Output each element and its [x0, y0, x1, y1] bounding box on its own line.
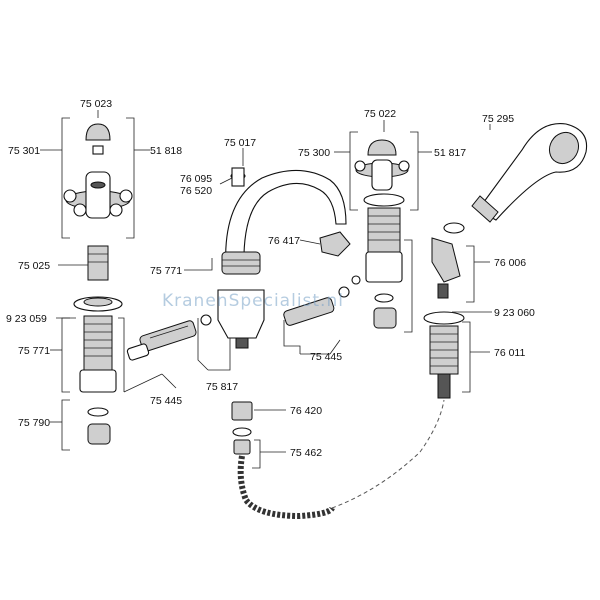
right-nut	[373, 307, 397, 329]
spout-body	[217, 251, 265, 349]
left-cross-handle	[63, 171, 133, 219]
label-76-095: 76 095	[180, 173, 212, 185]
label-75-300: 75 300	[298, 147, 330, 159]
left-handle-cap	[85, 123, 111, 141]
right-cross-handle	[354, 159, 410, 191]
label-75-771-left: 75 771	[18, 345, 50, 357]
leader-lines	[40, 110, 492, 469]
label-75-445-right: 75 445	[310, 351, 342, 363]
left-cartridge	[87, 245, 109, 281]
label-75-022: 75 022	[364, 108, 396, 120]
label-76-011: 76 011	[494, 347, 525, 359]
watermark-text: KranenSpecialist.nl	[162, 291, 344, 311]
left-valve-assembly	[61, 117, 135, 451]
spout-assembly	[217, 167, 351, 349]
label-9-23-059: 9 23 059	[6, 313, 47, 325]
label-75-017: 75 017	[224, 137, 256, 149]
label-75-301: 75 301	[8, 145, 40, 157]
label-75-445-left: 75 445	[150, 395, 182, 407]
spout-nut	[319, 231, 351, 257]
label-76-420: 76 420	[290, 405, 322, 417]
label-76-006: 76 006	[494, 257, 526, 269]
label-9-23-060: 9 23 060	[494, 307, 535, 319]
right-threaded-body	[365, 207, 403, 283]
label-75-771-centre: 75 771	[150, 265, 182, 277]
right-connector	[283, 275, 361, 326]
label-75-462: 75 462	[290, 447, 322, 459]
label-75-023: 75 023	[80, 98, 112, 110]
right-handle-cap	[367, 139, 397, 156]
label-76-417: 76 417	[268, 235, 300, 247]
shower-threaded-body	[429, 325, 459, 399]
shower-flange	[423, 311, 465, 325]
right-valve-assembly	[349, 131, 419, 333]
left-nut	[87, 423, 111, 445]
left-screw	[92, 145, 104, 155]
label-76-520: 76 520	[180, 185, 212, 197]
part-labels: 75 023 75 301 51 818 75 025 9 23 059 75 …	[6, 98, 535, 459]
left-connector	[126, 314, 212, 361]
label-75-295: 75 295	[482, 113, 514, 125]
shower-holder	[431, 237, 461, 283]
shower-hose	[231, 399, 445, 520]
left-threaded-body	[79, 315, 117, 393]
label-51-818: 51 818	[150, 145, 182, 157]
label-75-817: 75 817	[206, 381, 238, 393]
left-washer	[87, 407, 109, 417]
label-51-817: 51 817	[434, 147, 466, 159]
hand-shower	[423, 122, 588, 399]
label-75-025: 75 025	[18, 260, 50, 272]
label-75-790: 75 790	[18, 417, 50, 429]
hose-coil	[237, 455, 335, 520]
spout	[225, 169, 347, 271]
hose-connector	[231, 401, 253, 421]
